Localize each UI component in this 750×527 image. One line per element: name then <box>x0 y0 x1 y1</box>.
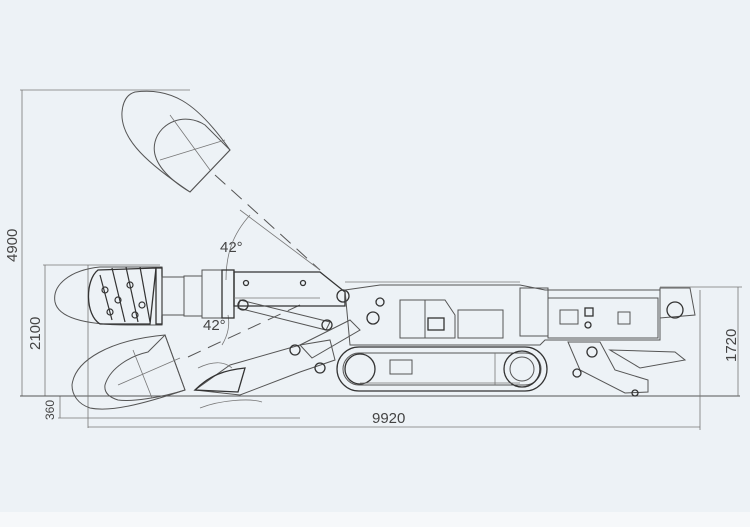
dim-360: 360 <box>43 400 57 420</box>
dimension-lines <box>20 89 742 430</box>
cutter-head <box>54 266 163 326</box>
angle-upper-label: 42° <box>220 239 243 256</box>
dim-9920: 9920 <box>372 410 405 427</box>
dim-2100: 2100 <box>27 317 44 350</box>
bottom-margin <box>0 512 750 527</box>
machine-body <box>344 281 696 346</box>
rear-stabilizer <box>567 341 687 397</box>
crawler-track <box>336 346 548 392</box>
dim-4900: 4900 <box>4 229 21 262</box>
lower-cutter-position <box>71 304 301 410</box>
dim-1720: 1720 <box>723 329 740 362</box>
cutting-boom <box>161 269 350 331</box>
upper-cutter-position <box>121 90 321 281</box>
angle-lower-label: 42° <box>203 317 226 334</box>
loading-apron <box>193 319 361 409</box>
